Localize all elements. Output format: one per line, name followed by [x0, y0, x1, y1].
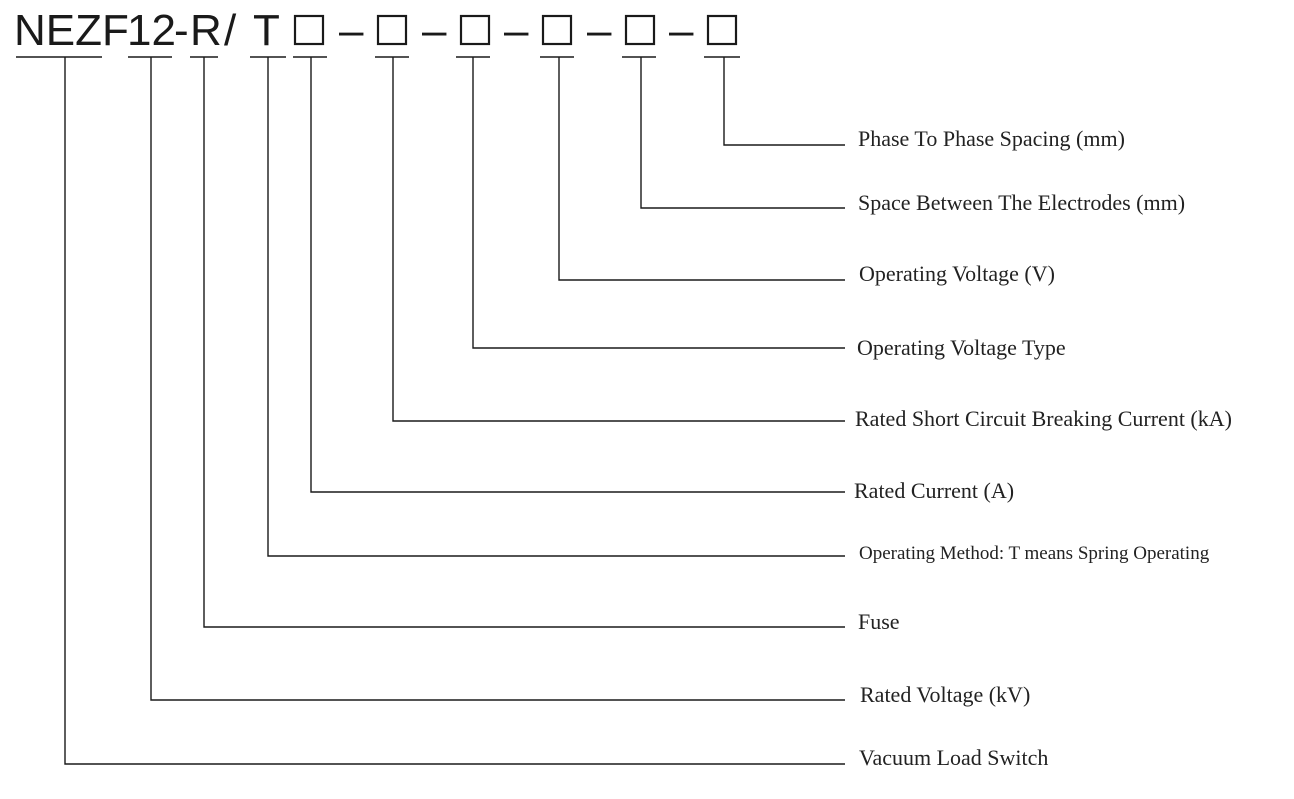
label-fuse: Fuse: [858, 609, 900, 634]
leader-vacuum-load-switch: [64, 57, 845, 765]
code-dash-4: –: [587, 6, 612, 55]
label-short-circuit-current: Rated Short Circuit Breaking Current (kA…: [855, 406, 1232, 431]
labels: Phase To Phase Spacing (mm) Space Betwee…: [854, 126, 1232, 770]
code-prefix: NEZF: [14, 6, 129, 55]
code-dash-2: –: [422, 6, 447, 55]
placeholder-box-phase-spacing: [706, 14, 738, 46]
placeholder-box-electrode-space: [624, 14, 656, 46]
leader-operating-method: [267, 57, 845, 557]
placeholder-box-operating-voltage: [541, 14, 573, 46]
leader-short-circuit-current: [392, 57, 845, 422]
label-vacuum-load-switch: Vacuum Load Switch: [859, 745, 1048, 770]
code-fuse: R: [190, 6, 222, 55]
label-rated-current: Rated Current (A): [854, 478, 1014, 503]
label-rated-voltage: Rated Voltage (kV): [860, 682, 1030, 707]
code-voltage: 12: [127, 6, 176, 55]
code-operating: T: [253, 6, 280, 55]
code-slash: /: [224, 6, 237, 55]
code-dash-3: –: [504, 6, 529, 55]
leader-phase-spacing: [723, 57, 845, 146]
label-electrode-space: Space Between The Electrodes (mm): [858, 190, 1185, 215]
code-dash-1: –: [339, 6, 364, 55]
label-operating-method: Operating Method: T means Spring Operati…: [859, 543, 1210, 564]
label-phase-spacing: Phase To Phase Spacing (mm): [858, 126, 1125, 151]
leader-electrode-space: [640, 57, 845, 209]
leader-lines: [64, 57, 845, 765]
code-dash-5: –: [669, 6, 694, 55]
label-operating-voltage-type: Operating Voltage Type: [857, 335, 1066, 360]
label-operating-voltage: Operating Voltage (V): [859, 261, 1055, 286]
leader-operating-voltage-type: [472, 57, 845, 349]
leader-operating-voltage: [558, 57, 845, 281]
model-code: NEZF 12 - R / T – – – – –: [14, 6, 738, 55]
placeholder-box-voltage-type: [459, 14, 491, 46]
code-separator: -: [174, 6, 189, 55]
placeholder-box-rated-current: [293, 14, 325, 46]
leader-fuse: [203, 57, 845, 628]
placeholder-box-short-circuit: [376, 14, 408, 46]
leader-rated-current: [310, 57, 845, 493]
leader-rated-voltage: [150, 57, 845, 701]
